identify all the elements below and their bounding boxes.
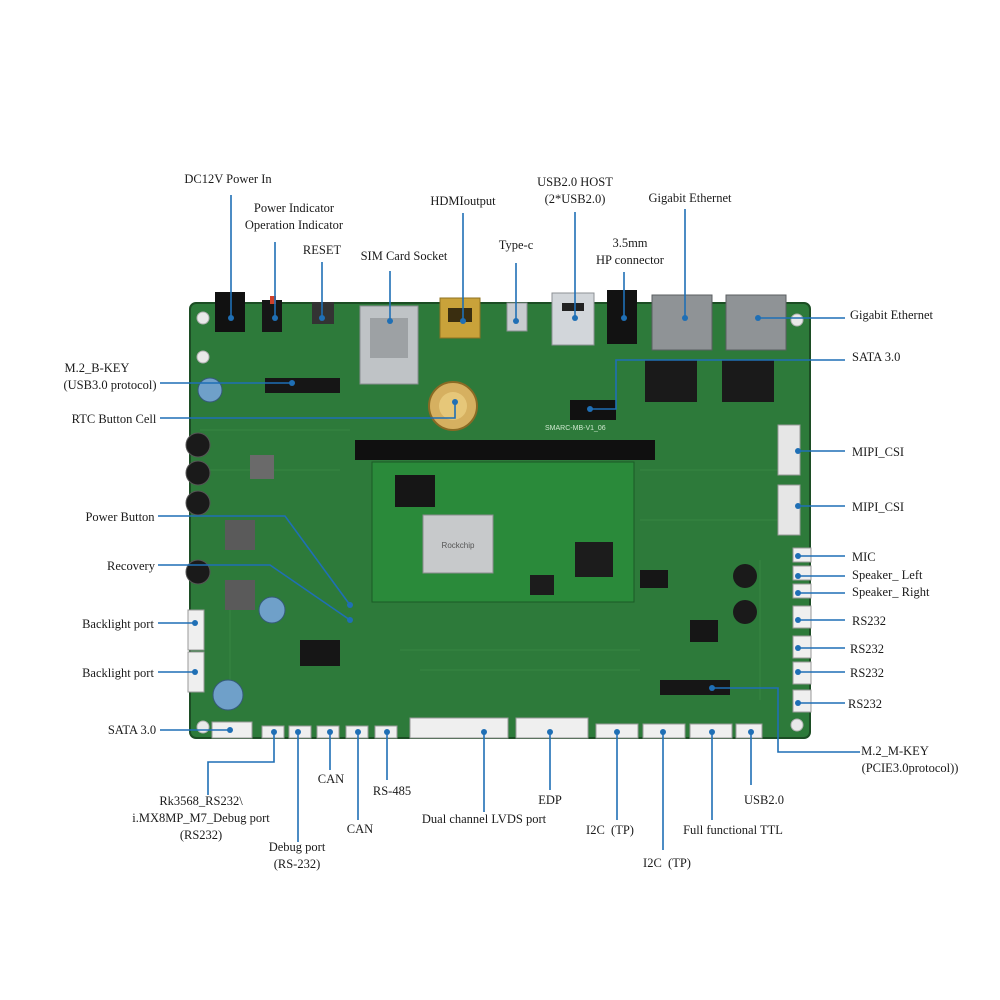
label-mipi-2: MIPI_CSI [852,500,904,514]
label-mipi-1: MIPI_CSI [852,445,904,459]
m2-b-key-slot [265,378,340,393]
label-debug-port-2: (RS-232) [274,857,321,871]
label-speaker-right: Speaker_ Right [852,585,930,599]
m2-m-key-slot [660,680,730,695]
label-type-c: Type-c [499,238,534,252]
label-rs232-2: RS232 [850,642,884,656]
label-m2b-1: M.2_B-KEY [65,361,130,375]
label-m2m-2: (PCIE3.0protocol)) [862,761,959,775]
label-dc-power: DC12V Power In [184,172,272,186]
soc-chip [422,514,494,574]
label-rs232-3: RS232 [850,666,884,680]
label-m2b-2: (USB3.0 protocol) [63,378,156,392]
label-rtc: RTC Button Cell [72,412,157,426]
label-rs232-1: RS232 [852,614,886,628]
label-gigabit-right: Gigabit Ethernet [850,308,933,322]
label-power-indicator: Power Indicator [254,201,335,215]
label-debug-rk-2: i.MX8MP_M7_Debug port [132,811,270,825]
label-usb20: USB2.0 [744,793,784,807]
label-speaker-left: Speaker_ Left [852,568,923,582]
label-backlight-1: Backlight port [82,617,154,631]
label-lvds: Dual channel LVDS port [422,812,547,826]
ethernet-port-2 [725,294,787,351]
label-backlight-2: Backlight port [82,666,154,680]
label-usb-host-1: USB2.0 HOST [537,175,613,189]
label-sim-socket: SIM Card Socket [361,249,448,263]
label-sata-left: SATA 3.0 [108,723,156,737]
label-reset: RESET [303,243,342,257]
label-hp-2: HP connector [596,253,665,267]
label-can-2: CAN [347,822,373,836]
label-gigabit-top: Gigabit Ethernet [649,191,732,205]
label-debug-rk-1: Rk3568_RS232\ [159,794,243,808]
ethernet-port-1 [651,294,713,351]
label-i2c-2: I2C (TP) [643,856,691,870]
label-usb-host-2: (2*USB2.0) [545,192,606,206]
label-ttl: Full functional TTL [683,823,783,837]
label-edp: EDP [538,793,562,807]
label-rs232-4: RS232 [848,697,882,711]
som-slot [355,440,655,460]
dc-jack [215,292,245,332]
label-can-1: CAN [318,772,344,786]
label-recovery: Recovery [107,559,156,573]
pcb-board: Rockchip SMARC-MB-V1_06 [185,290,812,739]
leader-dots [192,315,801,735]
label-sata-right: SATA 3.0 [852,350,900,364]
label-hp-1: 3.5mm [612,236,647,250]
label-debug-port-1: Debug port [269,840,326,854]
label-hdmi: HDMIoutput [430,194,496,208]
label-power-button: Power Button [85,510,155,524]
label-mic: MIC [852,550,876,564]
soc-label: Rockchip [442,541,475,550]
leader-lines [158,195,860,850]
label-rs485: RS-485 [373,784,411,798]
silk-marking: SMARC-MB-V1_06 [545,425,606,432]
label-m2m-1: M.2_M-KEY [861,744,929,758]
label-i2c-1: I2C (TP) [586,823,634,837]
label-operation-indicator: Operation Indicator [245,218,344,232]
labels: DC12V Power In Power Indicator Operation… [63,172,958,871]
label-debug-rk-3: (RS232) [180,828,222,842]
typec-connector [506,302,528,332]
